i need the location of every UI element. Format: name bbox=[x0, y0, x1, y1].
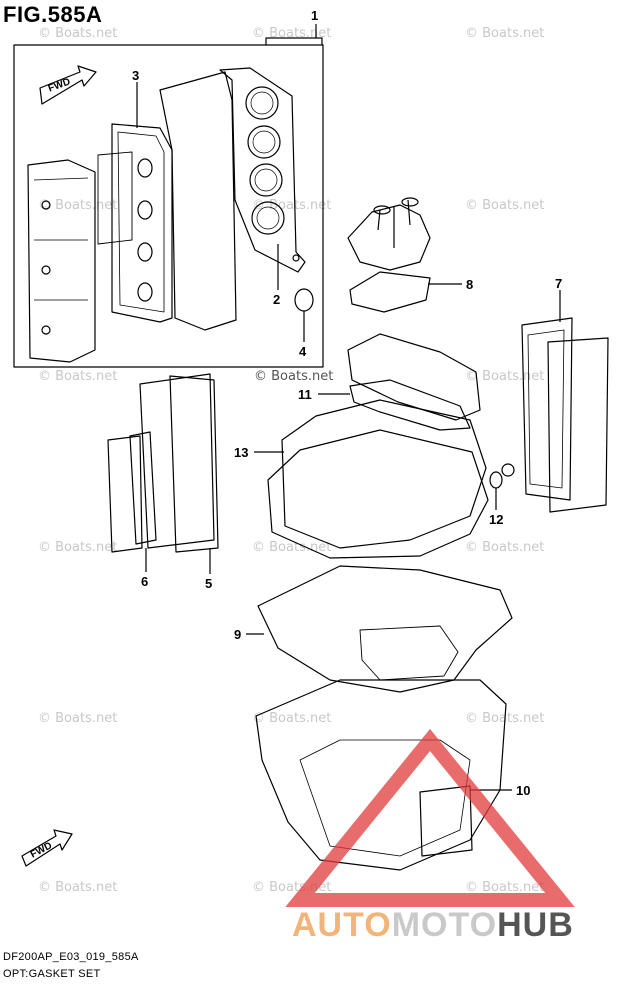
automotohub-logo: AUTOMOTOHUB bbox=[292, 906, 574, 945]
subassembly-frame bbox=[13, 44, 324, 368]
watermark: © Boats.net bbox=[252, 198, 332, 213]
watermark: © Boats.net bbox=[252, 26, 332, 41]
watermark: © Boats.net bbox=[254, 369, 334, 384]
watermark: © Boats.net bbox=[465, 198, 545, 213]
watermark: © Boats.net bbox=[465, 26, 545, 41]
watermark: © Boats.net bbox=[38, 26, 118, 41]
fwd-arrow-top bbox=[39, 65, 97, 105]
watermark: © Boats.net bbox=[38, 880, 118, 895]
diagram-caption: OPT:GASKET SET bbox=[3, 968, 101, 980]
watermark: © Boats.net bbox=[465, 540, 545, 555]
watermark: © Boats.net bbox=[465, 880, 545, 895]
watermark: © Boats.net bbox=[38, 369, 118, 384]
part-6-plate bbox=[107, 435, 143, 553]
watermark: © Boats.net bbox=[252, 711, 332, 726]
callout-5: 5 bbox=[205, 576, 213, 591]
oil-pan-lower bbox=[255, 679, 507, 871]
part-9-gasket bbox=[257, 565, 513, 693]
callout-12: 12 bbox=[489, 512, 504, 527]
pump-housing bbox=[347, 197, 431, 271]
side-cover bbox=[27, 159, 96, 363]
oil-pan-upper bbox=[267, 429, 489, 559]
part-7-gasket bbox=[521, 317, 573, 501]
part-6-gasket bbox=[129, 431, 157, 545]
callout-8: 8 bbox=[466, 277, 474, 292]
logo-part-hub: HUB bbox=[497, 906, 574, 944]
watermark: © Boats.net bbox=[38, 711, 118, 726]
watermark: © Boats.net bbox=[252, 540, 332, 555]
figure-title: FIG.585A bbox=[3, 2, 103, 27]
part-11-cover bbox=[347, 333, 481, 421]
watermark: © Boats.net bbox=[38, 540, 118, 555]
part-5-gasket bbox=[169, 375, 219, 553]
logo-part-auto: AUTO bbox=[292, 906, 392, 944]
callout-9: 9 bbox=[234, 627, 242, 642]
part-3-head-cover-gasket bbox=[111, 123, 173, 323]
callout-7: 7 bbox=[555, 276, 563, 291]
callout-6: 6 bbox=[141, 574, 149, 589]
logo-triangle bbox=[285, 728, 575, 907]
callout-13: 13 bbox=[234, 445, 249, 460]
watermark: © Boats.net bbox=[465, 369, 545, 384]
part-12-seal bbox=[489, 471, 503, 489]
part-11-gasket bbox=[349, 379, 471, 431]
part-13-gasket bbox=[281, 399, 487, 549]
part-2-head-gasket bbox=[219, 67, 306, 273]
part-4-o-ring bbox=[294, 288, 314, 312]
part-10-gasket bbox=[419, 785, 473, 857]
watermark: © Boats.net bbox=[38, 198, 118, 213]
exhaust-cover bbox=[547, 337, 609, 513]
callout-3: 3 bbox=[132, 68, 140, 83]
logo-part-moto: MOTO bbox=[391, 906, 498, 944]
callout-11: 11 bbox=[298, 387, 312, 402]
callout-10: 10 bbox=[516, 783, 531, 798]
cylinder-block bbox=[159, 71, 237, 331]
diagram-code: DF200AP_E03_019_585A bbox=[3, 951, 139, 963]
part-8-gasket bbox=[349, 271, 431, 313]
callout-4: 4 bbox=[299, 344, 307, 359]
bracket-1 bbox=[265, 37, 323, 45]
callout-1: 1 bbox=[311, 8, 319, 23]
fwd-arrow-bottom bbox=[21, 829, 73, 867]
callout-2: 2 bbox=[273, 292, 281, 307]
